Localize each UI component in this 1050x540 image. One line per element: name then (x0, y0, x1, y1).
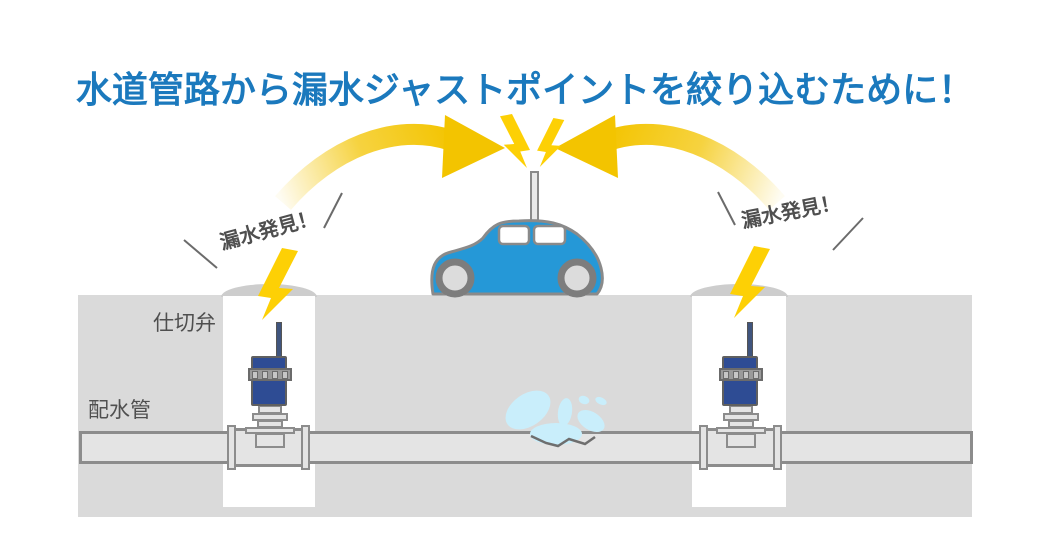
emphasis-tick (323, 192, 343, 229)
car-window (532, 224, 567, 246)
band-bolt (282, 370, 288, 379)
sensor-body (722, 356, 758, 406)
signal-arrow-left-icon (275, 115, 505, 210)
emphasis-tick (717, 191, 736, 226)
band-bolt (743, 370, 749, 379)
pipe-flange (301, 425, 310, 470)
signal-arrow-right-icon (555, 115, 785, 210)
pipe-flange (699, 425, 708, 470)
leak-found-callout-right: 漏水発見！ (739, 191, 843, 233)
page-title: 水道管路から漏水ジャストポイントを絞り込むために！ (75, 69, 975, 111)
gate-valve-label: 仕切弁 (153, 312, 216, 335)
valve-neck (728, 420, 754, 428)
valve-base-plate (716, 427, 766, 434)
band-bolt (272, 370, 278, 379)
valve-neck (258, 405, 282, 414)
band-bolt (252, 370, 258, 379)
distribution-pipe (79, 431, 973, 464)
emphasis-tick (832, 217, 864, 251)
leak-found-callout-left: 漏水発見！ (217, 207, 321, 255)
distribution-pipe-label: 配水管 (88, 399, 151, 422)
car-antenna (530, 171, 539, 227)
valve-bonnet (255, 433, 285, 448)
sensor-antenna (276, 322, 282, 358)
antenna-spark-icon (500, 114, 565, 168)
pipe-flange (773, 425, 782, 470)
pipe-flange (227, 425, 236, 470)
valve-ring (723, 413, 759, 421)
sensor-clamp-band (719, 368, 763, 381)
right-valve-sensor (716, 322, 766, 448)
valve-neck (729, 405, 753, 414)
valve-bonnet (726, 433, 756, 448)
car-body (430, 219, 604, 296)
band-bolt (262, 370, 268, 379)
car-window (497, 224, 531, 246)
band-bolt (723, 370, 729, 379)
car-wheel (557, 258, 597, 298)
sensor-clamp-band (248, 368, 292, 381)
sensor-body (251, 356, 287, 406)
sensor-antenna (747, 322, 753, 358)
survey-car-icon (430, 171, 604, 298)
emphasis-tick (183, 239, 218, 269)
valve-neck (257, 420, 283, 428)
band-bolt (753, 370, 759, 379)
band-bolt (733, 370, 739, 379)
car-wheel (435, 258, 475, 298)
left-valve-sensor (245, 322, 295, 448)
valve-base-plate (245, 427, 295, 434)
valve-ring (252, 413, 288, 421)
